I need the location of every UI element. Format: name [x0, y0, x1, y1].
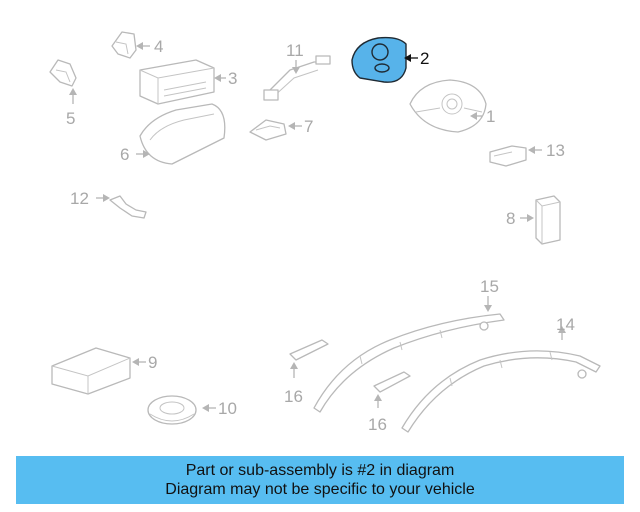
part-8-module[interactable]: 8	[506, 195, 561, 245]
callout-2: 2	[420, 49, 429, 68]
part-3-passenger-airbag[interactable]: 3	[139, 59, 237, 105]
callout-1: 1	[486, 107, 495, 126]
callout-6: 6	[120, 145, 129, 164]
part-12-sensor[interactable]: 12	[70, 189, 147, 219]
part-11-harness[interactable]: 11	[263, 41, 331, 101]
callout-11: 11	[286, 41, 304, 60]
part-4-bracket[interactable]: 4	[111, 31, 163, 59]
callout-10: 10	[218, 399, 237, 418]
callout-8: 8	[506, 209, 515, 228]
callout-7: 7	[304, 117, 313, 136]
part-13-connector[interactable]: 13	[489, 141, 565, 167]
part-16-bracket-lower[interactable]: 16	[368, 371, 411, 434]
banner-line-2: Diagram may not be specific to your vehi…	[165, 481, 475, 498]
banner-line-1: Part or sub-assembly is #2 in diagram	[185, 462, 455, 479]
callout-15: 15	[480, 277, 499, 296]
part-1-steering-wheel[interactable]: 1	[409, 79, 495, 133]
part-7-sensor[interactable]: 7	[249, 117, 313, 141]
part-10-clock-spring[interactable]: 10	[147, 395, 237, 425]
callout-16-lower: 16	[368, 415, 387, 434]
callout-12: 12	[70, 189, 89, 208]
part-5-bracket[interactable]: 5	[49, 59, 77, 128]
part-6-trim-cover[interactable]: 6	[120, 103, 226, 165]
callout-9: 9	[148, 353, 157, 372]
part-15-curtain-airbag[interactable]: 15	[313, 277, 505, 413]
callout-16-upper: 16	[284, 387, 303, 406]
info-banner: Part or sub-assembly is #2 in diagram Di…	[16, 456, 624, 504]
callout-13: 13	[546, 141, 565, 160]
part-9-control-unit[interactable]: 9	[51, 347, 157, 395]
callout-5: 5	[66, 109, 75, 128]
part-16-bracket-upper[interactable]: 16	[284, 339, 329, 406]
callout-14: 14	[556, 315, 575, 334]
callout-3: 3	[228, 69, 237, 88]
callout-4: 4	[154, 37, 163, 56]
emblem-icon	[371, 43, 389, 61]
part-2-driver-airbag[interactable]: 2	[351, 36, 429, 83]
part-14-curtain-airbag[interactable]: 14	[401, 315, 601, 433]
